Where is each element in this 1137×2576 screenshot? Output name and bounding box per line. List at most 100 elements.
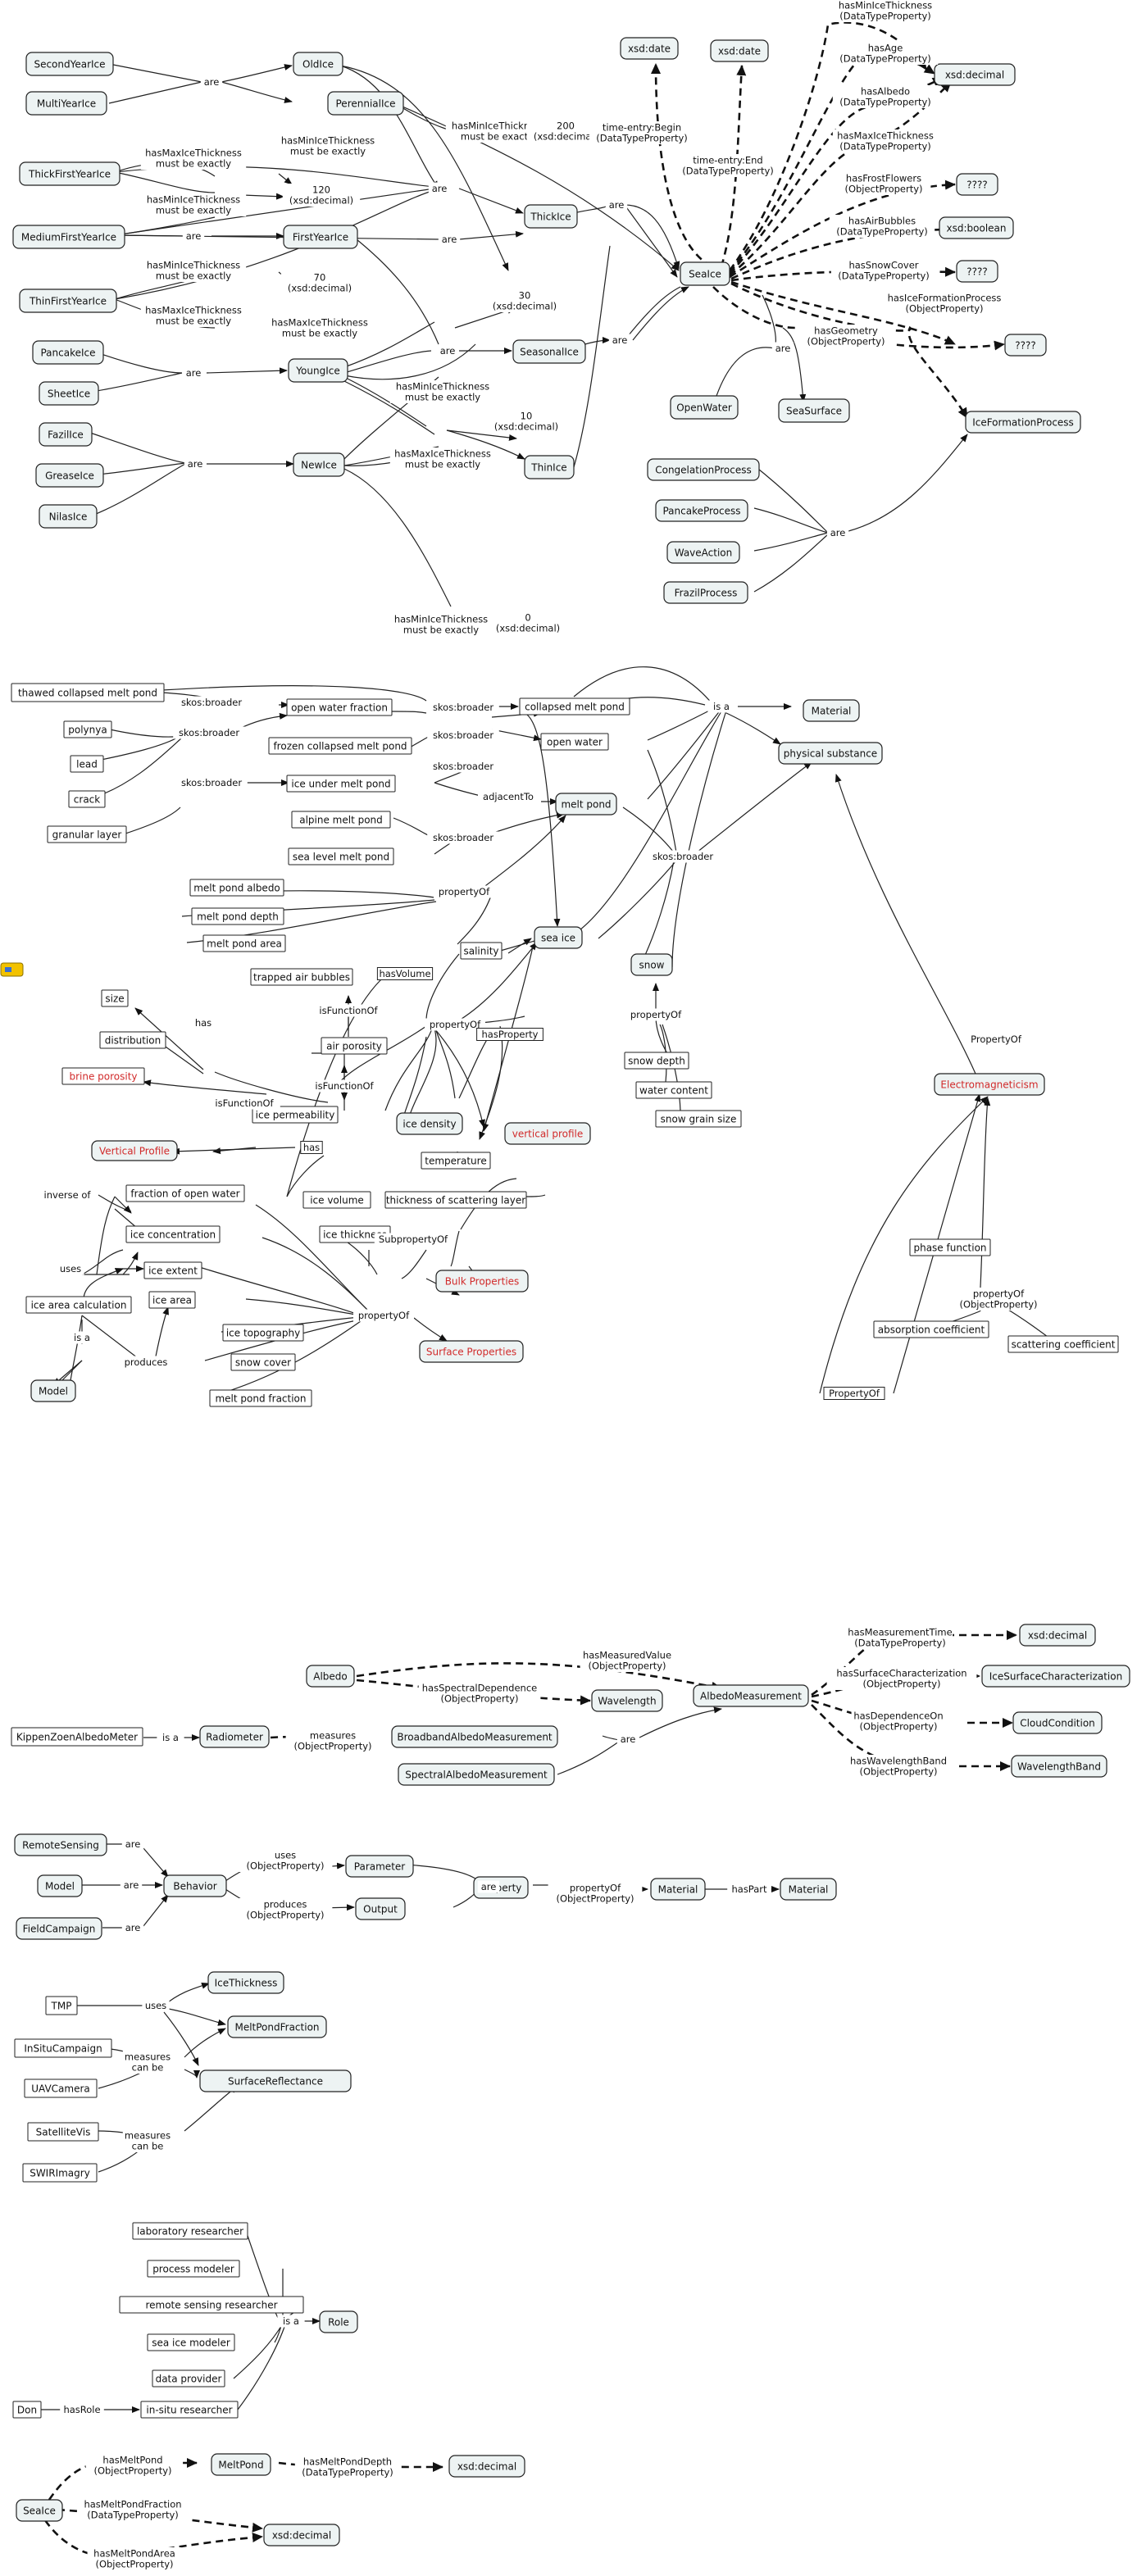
node-don: Don xyxy=(12,2401,42,2419)
edge-label-time-entry-begin: time-entry:Begin(DataTypeProperty) xyxy=(589,121,695,144)
folder-icon xyxy=(0,962,24,977)
node-melt-pond-fraction: melt pond fraction xyxy=(209,1389,312,1407)
node-remotesensing: RemoteSensing xyxy=(14,1833,107,1856)
node-youngice: YoungIce xyxy=(288,358,348,383)
svg-text:(ObjectProperty): (ObjectProperty) xyxy=(556,1893,634,1905)
node-ice-volume: ice volume xyxy=(302,1191,371,1209)
edge-label-is-a: is a xyxy=(277,2315,305,2328)
edge-label-hasdependenceon: hasDependenceOn(ObjectProperty) xyxy=(851,1710,946,1733)
node-sea-level-melt-pond: sea level melt pond xyxy=(288,847,394,865)
svg-text:(xsd:decimal): (xsd:decimal) xyxy=(289,195,353,207)
nodes: SecondYearIceMultiYearIceOldIcePerennial… xyxy=(11,37,1130,2546)
edge-label-are: are xyxy=(182,229,205,243)
svg-text:produces: produces xyxy=(125,1356,168,1368)
node-label: NilasIce xyxy=(49,511,88,523)
edge-label-isfunctionof: isFunctionOf xyxy=(312,1004,384,1017)
svg-text:(DataTypeProperty): (DataTypeProperty) xyxy=(839,53,931,65)
node-melt-pond: melt pond xyxy=(555,793,617,816)
svg-text:are: are xyxy=(481,1881,497,1892)
svg-text:hasMinIceThickness: hasMinIceThickness xyxy=(452,120,545,132)
edge-label-is-a: is a xyxy=(707,700,735,713)
node-label: ice concentration xyxy=(130,1229,216,1241)
node-label: ice topography xyxy=(226,1328,300,1339)
node-label: remote sensing researcher xyxy=(145,2300,277,2311)
svg-text:hasMaxIceThickness: hasMaxIceThickness xyxy=(271,317,368,329)
node-seasurface: SeaSurface xyxy=(778,398,850,423)
node-label: crack xyxy=(74,794,100,806)
node-label: brine porosity xyxy=(69,1071,137,1083)
svg-text:propertyOf: propertyOf xyxy=(570,1883,621,1894)
edge-label-are: are xyxy=(120,1879,143,1892)
node-vertical-profile: vertical profile xyxy=(504,1122,591,1145)
node-ice-thickness: ice thickness xyxy=(319,1225,391,1243)
edge-label-hasmeltponddepth: hasMeltPondDepth(DataTypeProperty) xyxy=(294,2456,401,2478)
node-parameter: Parameter xyxy=(345,1855,414,1878)
svg-text:are: are xyxy=(188,458,203,470)
svg-text:hasMinIceThickness: hasMinIceThickness xyxy=(396,381,489,393)
edge-label-v70: 70(xsd:decimal) xyxy=(280,271,359,294)
node-ice-concentration: ice concentration xyxy=(125,1225,221,1243)
node-kippenzoenalbedometer: KippenZoenAlbedoMeter xyxy=(11,1727,143,1747)
svg-text:(ObjectProperty): (ObjectProperty) xyxy=(959,1299,1037,1311)
node-label: melt pond albedo xyxy=(193,883,280,894)
node-label: snow cover xyxy=(235,1357,291,1369)
node-label: NewIce xyxy=(301,460,337,471)
svg-text:(ObjectProperty): (ObjectProperty) xyxy=(95,2559,173,2570)
svg-text:measures: measures xyxy=(310,1730,356,1742)
svg-text:are: are xyxy=(124,1879,139,1891)
node-crack: crack xyxy=(68,790,106,808)
svg-text:(xsd:decimal): (xsd:decimal) xyxy=(534,131,598,143)
node-ice-permeability: ice permeability xyxy=(252,1106,339,1124)
svg-text:are: are xyxy=(830,527,846,538)
edge-label-propertyof: propertyOf xyxy=(434,885,494,898)
edge-label-uses: uses xyxy=(57,1262,84,1275)
node-label: alpine melt pond xyxy=(299,815,383,826)
svg-text:time-entry:End: time-entry:End xyxy=(693,155,762,166)
node-role: Role xyxy=(319,2310,358,2333)
node-xsd-decimal-albedo: xsd:decimal xyxy=(1019,1624,1096,1647)
node-multiyearice: MultiYearIce xyxy=(25,91,107,116)
edge-label-is-a: is a xyxy=(157,1731,184,1744)
node-label: AlbedoMeasurement xyxy=(700,1691,802,1702)
node-label: absorption coefficient xyxy=(878,1324,985,1336)
svg-text:uses: uses xyxy=(275,1850,296,1861)
node-xsd-decimal-mp1: xsd:decimal xyxy=(448,2455,525,2478)
node-ice-extent: ice extent xyxy=(143,1261,202,1279)
node-label: Model xyxy=(45,1881,75,1892)
node-label: Bulk Properties xyxy=(445,1276,520,1288)
svg-text:PropertyOf: PropertyOf xyxy=(829,1388,880,1399)
node-label: Albedo xyxy=(313,1671,348,1683)
node-label: Role xyxy=(328,2317,349,2328)
svg-text:(ObjectProperty): (ObjectProperty) xyxy=(246,1910,324,1921)
node-label: xsd:date xyxy=(718,46,761,57)
edge-label-haswavelengthband: hasWavelengthBand(ObjectProperty) xyxy=(848,1755,948,1778)
node-electromagneticism: Electromagneticism xyxy=(934,1073,1045,1096)
node-label: SeaSurface xyxy=(786,406,842,417)
svg-text:(xsd:decimal): (xsd:decimal) xyxy=(288,283,352,294)
node-label: ThinIce xyxy=(530,462,566,474)
svg-text:skos:broader: skos:broader xyxy=(433,832,493,843)
edge-label-hasfrostflowers: hasFrostFlowers(ObjectProperty) xyxy=(836,172,931,195)
svg-text:(ObjectProperty): (ObjectProperty) xyxy=(859,1766,937,1778)
node-label: size xyxy=(105,993,124,1005)
edge-label-produces: produces(ObjectProperty) xyxy=(238,1898,333,1921)
edge-label-are: are xyxy=(184,457,207,470)
node-sea-ice: sea ice xyxy=(534,926,583,949)
svg-text:200: 200 xyxy=(557,120,575,132)
node-congelationprocess: CongelationProcess xyxy=(647,458,760,481)
edge-label-v120: 120(xsd:decimal) xyxy=(282,184,361,207)
edge-label-are: are xyxy=(605,198,628,211)
svg-text:propertyOf: propertyOf xyxy=(430,1019,481,1030)
edge-label-hasmeltpondfraction: hasMeltPondFraction(DataTypeProperty) xyxy=(77,2498,189,2521)
svg-text:must be exactly: must be exactly xyxy=(156,205,231,216)
node-label: sea ice modeler xyxy=(152,2337,230,2349)
node-label: collapsed melt pond xyxy=(525,702,625,713)
node-frazilprocess: FrazilProcess xyxy=(663,581,748,604)
svg-text:hasMinIceThickness: hasMinIceThickness xyxy=(281,135,375,147)
edge-label-propertyof: propertyOf xyxy=(625,1008,686,1021)
node-seaice: SeaIce xyxy=(680,261,730,286)
svg-text:hasMeasuredValue: hasMeasuredValue xyxy=(583,1650,671,1661)
